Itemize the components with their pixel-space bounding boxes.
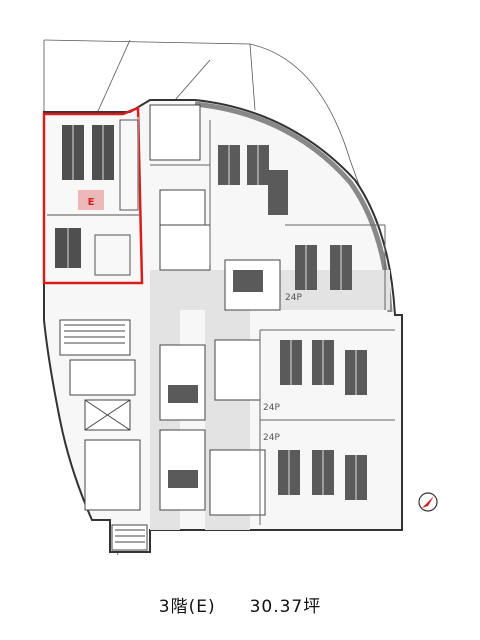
- highlighted-unit: E: [42, 106, 144, 285]
- interior-walls: [150, 120, 395, 525]
- floor-area: 30.37坪: [249, 597, 322, 617]
- seat-label-24p-1: 24P: [285, 293, 302, 303]
- seat-label-24p-2: 24P: [263, 403, 280, 413]
- seat-labels: 24P 24P 24P: [263, 293, 302, 443]
- floor-label: 3階(E): [158, 597, 216, 617]
- core-area: [59, 319, 148, 551]
- floor-plan: E 24P 24P 24P: [42, 39, 438, 556]
- unit-letter: E: [88, 197, 95, 208]
- desk-grid: [228, 145, 357, 500]
- curved-facade: [194, 101, 393, 313]
- north-compass-icon: [418, 492, 438, 512]
- seat-label-24p-3: 24P: [263, 433, 280, 443]
- floor-caption: 3階(E) 30.37坪: [0, 592, 480, 617]
